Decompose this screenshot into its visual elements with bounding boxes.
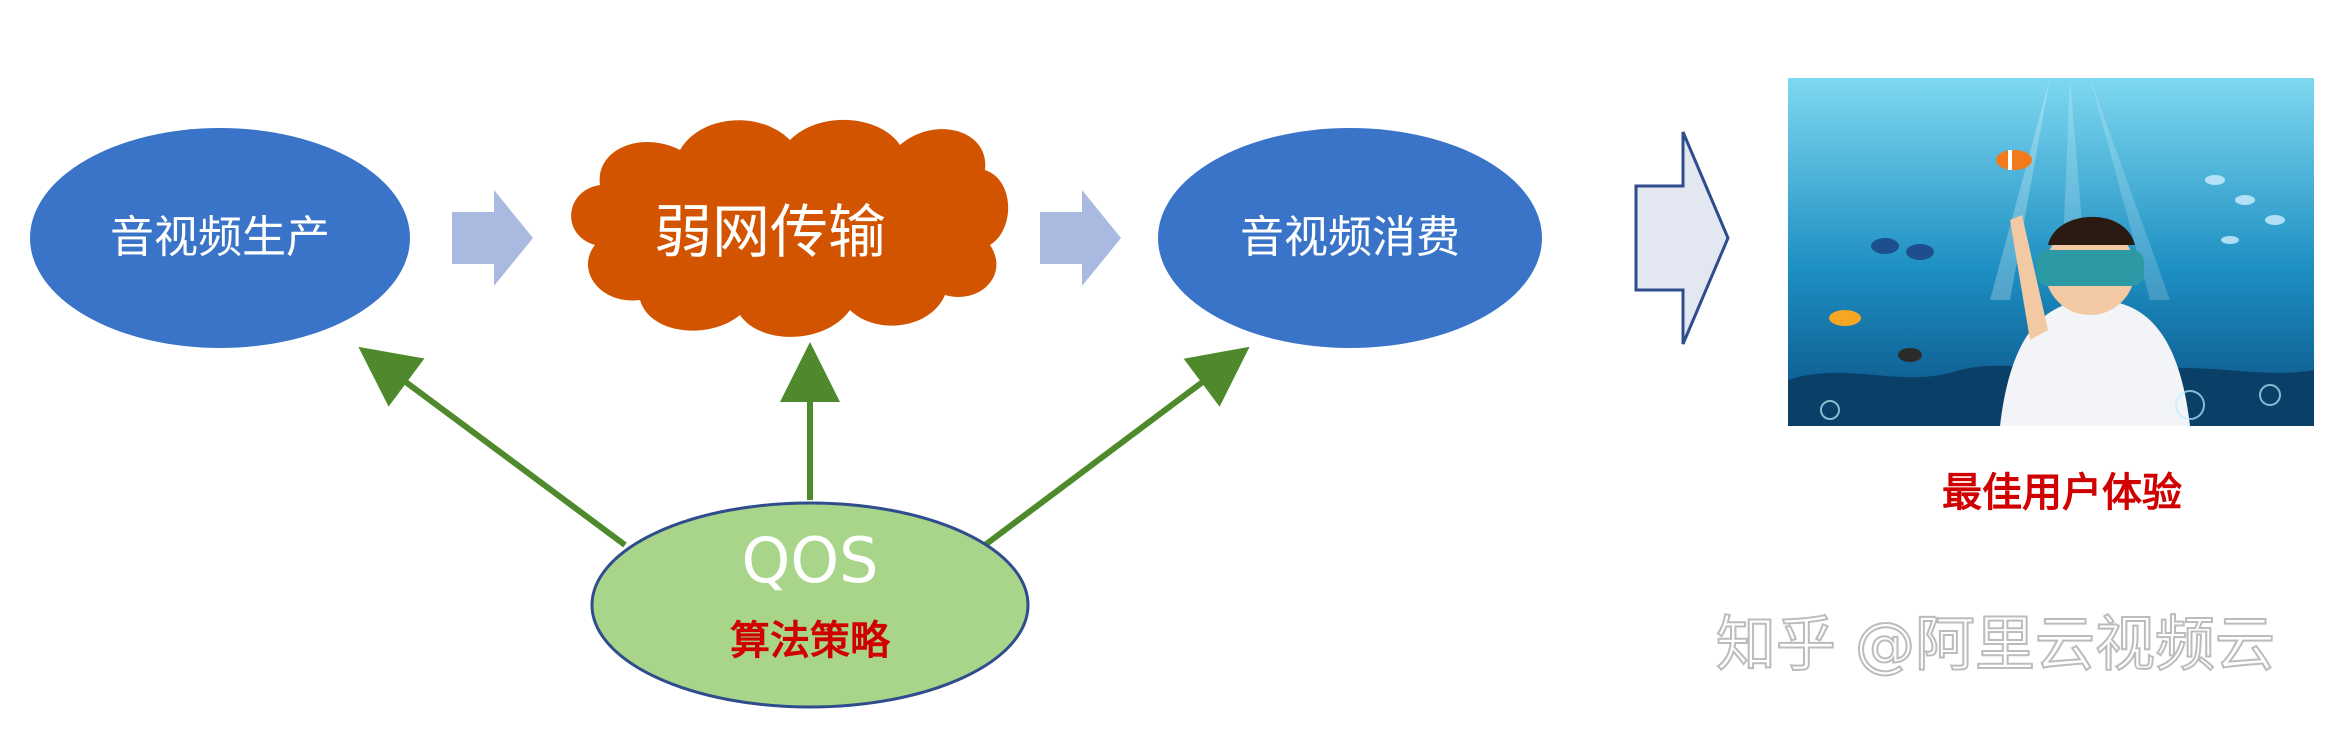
qos-title: QOS [742, 524, 879, 597]
result-arrow [1634, 131, 1730, 345]
fish-icon [1829, 150, 2285, 362]
qos-arrow-to-production [358, 346, 627, 548]
production-label: 音视频生产 [110, 212, 330, 263]
production-node: 音视频生产 [30, 128, 410, 348]
consumption-label: 音视频消费 [1240, 212, 1460, 263]
qos-arrow-to-consumption [983, 346, 1250, 548]
best-experience-label: 最佳用户体验 [1942, 470, 2182, 516]
weak-network-cloud: 弱网传输 [571, 119, 1009, 337]
weak-network-label: 弱网传输 [654, 198, 886, 266]
vr-underwater-photo [1788, 78, 2314, 426]
child-figure [2000, 215, 2190, 426]
watermark-text: 知乎 @阿里云视频云 [1716, 610, 2275, 680]
qos-node: QOS 算法策略 [590, 501, 1030, 709]
qos-subtitle: 算法策略 [730, 618, 891, 664]
consumption-node: 音视频消费 [1158, 128, 1542, 348]
flow-arrow-1 [452, 190, 533, 286]
flow-arrow-2 [1040, 190, 1121, 286]
